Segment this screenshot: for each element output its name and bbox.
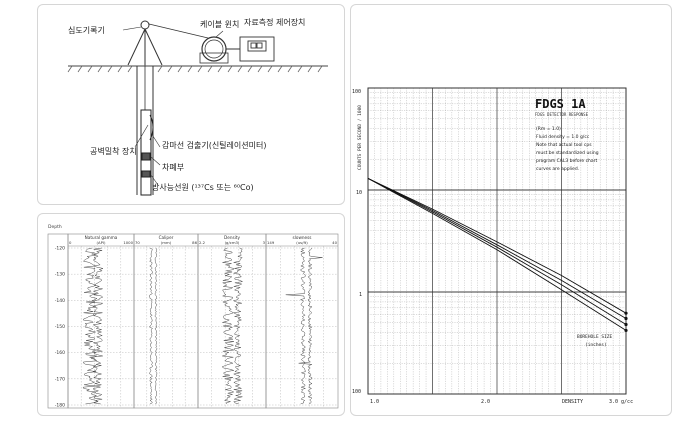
y-tick-label: 1 (359, 292, 362, 298)
curve-endpoint (624, 316, 628, 321)
depth-label: -150 (55, 324, 65, 330)
schematic-panel: 심도기록기 케이블 윈치 자료측정 제어장치 공벽밀착 장치 감마선 검출기(신… (37, 4, 345, 205)
track-min: 70 (135, 240, 140, 245)
track-unit: (us/ft) (296, 240, 308, 245)
well-log-chart: Depth Natural gamma(API) 0 1000 Caliper(mm)… (47, 224, 339, 409)
depth-column (47, 233, 69, 409)
curve-endpoint (624, 328, 628, 333)
log-curve (82, 247, 98, 405)
label-shield: 차폐부 (162, 163, 185, 172)
note-line: (Rm = 1.0) (536, 126, 561, 132)
curve-endpoint (624, 322, 628, 327)
track-max: 3 (263, 240, 266, 245)
note-line: Note that actual tool cps (536, 142, 592, 148)
legend-title: BOREHOLE SIZE (577, 334, 613, 340)
track-name: slowness (293, 235, 312, 240)
y-tick-label: 10 (356, 190, 362, 196)
depth-label: -160 (55, 350, 65, 356)
fdgs-response-chart: FDGS 1A FDGS DETECTOR RESPONSE (Rm = 1.0… (352, 87, 633, 405)
depth-label: -140 (55, 298, 65, 304)
density-curve-1 (367, 177, 627, 314)
depth-label: -170 (55, 376, 65, 382)
log-curve (285, 247, 307, 405)
control-unit-box (226, 36, 275, 62)
track-max: 40 (332, 240, 337, 245)
track-name: Caliper (159, 235, 174, 240)
label-control-unit: 자료측정 제어장치 (244, 18, 306, 27)
y-axis-label: COUNTS PER SECOND / 1000 (357, 105, 363, 170)
log-curve (221, 247, 235, 405)
track-max: 86 (192, 240, 197, 245)
depth-header: Depth (48, 224, 62, 230)
track-name: Natural gamma (85, 235, 118, 240)
curve-endpoint (624, 311, 628, 315)
well-log-panel: Depth Natural gamma(API) 0 1000 Caliper(mm)… (37, 213, 345, 416)
log-track (265, 233, 339, 409)
x-tick-label: 3.0 g/cc (609, 399, 633, 405)
log-curve (232, 247, 244, 405)
label-gamma-detector: 감마선 검출기(신틸레이션미터) (162, 141, 267, 150)
depth-label: -130 (55, 272, 65, 278)
log-curve (86, 247, 104, 405)
log-track (133, 233, 199, 409)
y-tick-label: 100 (352, 89, 361, 95)
cable-winch-drum (199, 36, 229, 64)
track-max: 1000 (123, 240, 133, 245)
label-borehole-device: 공벽밀착 장치 (90, 147, 137, 156)
label-cable-winch: 케이블 윈치 (200, 20, 240, 29)
track-name: Density (224, 235, 240, 240)
chart-title: FDGS 1A (535, 97, 586, 111)
track-min: 149 (267, 240, 275, 245)
chart-subtitle: FDGS DETECTOR RESPONSE (535, 112, 589, 117)
track-min: 0 (69, 240, 72, 245)
log-curve (298, 247, 323, 405)
logging-schematic (67, 20, 328, 196)
density-curve-3 (367, 178, 627, 325)
depth-label: -180 (55, 403, 65, 409)
log-track (67, 233, 135, 409)
note-line: curves are applied. (536, 166, 579, 172)
x-tick-label: 2.0 (481, 399, 490, 405)
track-min: 2.2 (199, 240, 206, 245)
note-line: Fluid density = 1.0 g/cc (536, 134, 590, 140)
density-curve-4 (367, 178, 627, 331)
log-curve (149, 247, 153, 405)
track-unit: (mm) (161, 240, 172, 245)
legend-unit: (inches) (585, 342, 607, 348)
log-curve (154, 247, 158, 405)
logging-probe (140, 109, 154, 196)
track-unit: (API) (97, 240, 106, 245)
label-source: 방사능선원 (¹³⁷Cs 또는 ⁶⁰Co) (152, 183, 254, 192)
note-line: program CAL3 before chart (536, 158, 598, 164)
x-tick-label: 1.0 (370, 399, 379, 405)
track-unit: (g/cm3) (225, 240, 240, 245)
x-axis-label: DENSITY (562, 399, 583, 405)
note-line: must be standardized using (536, 150, 599, 156)
response-chart-panel: FDGS 1A FDGS DETECTOR RESPONSE (Rm = 1.0… (350, 4, 672, 416)
y-tick-label: 100 (352, 389, 361, 395)
density-curve-2 (367, 177, 627, 319)
label-depth-recorder: 심도기록기 (68, 26, 105, 35)
depth-label: -120 (55, 246, 65, 252)
